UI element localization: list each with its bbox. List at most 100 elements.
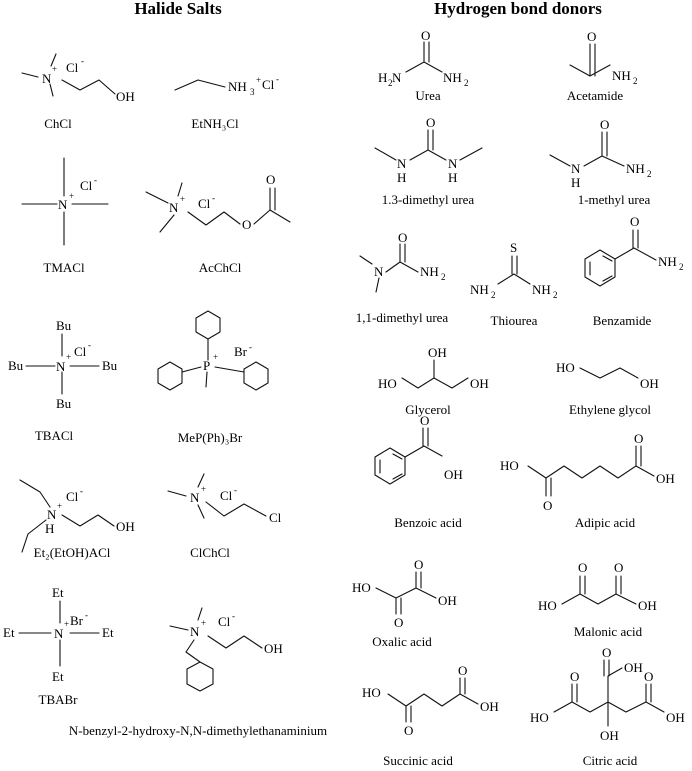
atom-nh2: NH [612,68,631,83]
charge-minus: - [212,193,215,203]
atom-o-right: O [614,560,623,575]
dimethylurea13-structure: O N H N H [374,115,483,185]
et2etohacl-structure: N + H OH Cl - [19,479,135,553]
atom-o-left: O [578,560,587,575]
methylurea-structure: O N H NH 2 [549,117,652,190]
charge-minus: - [85,610,88,620]
charge-minus: - [232,611,235,621]
charge-plus: + [201,618,206,628]
sub-2: 2 [388,78,393,88]
label-dimethylurea11: 1,1-dimethyl urea [356,310,449,325]
charge-minus: - [81,56,84,66]
atom-et-top: Et [52,585,64,600]
label-benzyl-choline: N-benzyl-2-hydroxy-N,N-dimethylethanamin… [69,723,327,738]
atom-oh: OH [116,89,135,104]
label-succinic-acid: Succinic acid [383,753,453,768]
charge-plus: + [66,352,71,362]
atom-oh: OH [656,471,675,486]
benzamide-structure: O NH 2 [584,214,684,287]
atom-ho: HO [538,598,557,613]
atom-o-left: O [570,669,579,684]
ethylene-glycol-structure: HO OH [556,360,659,391]
atom-o: O [398,230,407,245]
charge-plus: + [213,352,218,362]
dimethylurea11-structure: O N NH 2 [359,230,446,293]
label-acchcl: AcChCl [199,260,242,275]
atom-n: N [190,490,200,505]
label-tbacl: TBACl [35,428,74,443]
label-tmacl: TMACl [43,260,85,275]
atom-p: P [203,358,210,373]
charge-minus: - [234,485,237,495]
atom-n: N [571,161,581,176]
tbabr-structure: Et Et Et Et N + Br - [3,585,114,684]
atom-o: O [600,117,609,132]
atom-n-left: N [397,156,407,171]
label-chcl: ChCl [44,116,72,131]
atom-cl: Cl [198,196,211,211]
atom-o-right: O [458,663,467,678]
charge-minus: - [80,486,83,496]
atom-n: N [54,626,64,641]
label-urea: Urea [415,88,440,103]
atom-nh2: NH [626,161,645,176]
charge-minus: - [88,340,91,350]
atom-cl: Cl [269,510,282,525]
label-adipic-acid: Adipic acid [575,515,636,530]
citric-acid-structure: HO O O OH O OH OH [530,645,685,743]
atom-oh: OH [264,641,283,656]
atom-oh-center: OH [600,728,619,743]
atom-n-left: N [392,70,402,85]
sub-2: 2 [553,290,558,300]
benzoic-acid-structure: O OH [374,413,463,485]
hbd-header: Hydrogen bond donors [434,0,602,18]
charge-plus: + [64,619,69,629]
charge-plus: + [52,64,57,74]
label-clchcl: ClChCl [190,545,230,560]
mepph3br-structure: P + Br - [157,310,269,391]
atom-nh: NH [228,79,247,94]
atom-s: S [510,240,517,255]
urea-structure: O H 2 N NH 2 [378,28,469,88]
label-mepph3br: MeP(Ph)₃Br [178,430,243,445]
atom-oh: OH [638,598,657,613]
adipic-acid-structure: HO O O OH [500,431,675,513]
atom-ho-left: HO [530,710,549,725]
charge-minus: - [94,175,97,185]
sub-2: 2 [491,290,496,300]
atom-ho: HO [352,580,371,595]
atom-bu-left: Bu [8,358,24,373]
atom-o: O [426,115,435,130]
atom-bu-right: Bu [102,358,118,373]
acchcl-structure: N + O O Cl - [145,172,291,233]
atom-cl: Cl [218,614,231,629]
atom-oh: OH [640,376,659,391]
atom-o-left: O [543,498,552,513]
atom-o-carbonyl: O [266,172,275,187]
atom-o-right: O [634,431,643,446]
atom-ho: HO [500,458,519,473]
atom-oh: OH [438,593,457,608]
label-benzoic-acid: Benzoic acid [394,515,462,530]
atom-oh-top: OH [428,345,447,360]
atom-o-left: O [404,723,413,738]
atom-n: N [47,507,57,522]
charge-minus: - [276,74,279,84]
atom-cl: Cl [80,178,93,193]
atom-oh: OH [480,699,499,714]
label-tbabr: TBABr [39,692,79,707]
tbacl-structure: Bu Bu Bu Bu N + Cl - [8,318,118,411]
label-malonic-acid: Malonic acid [574,624,643,639]
atom-n: N [42,71,52,86]
charge-plus: + [201,484,206,494]
atom-n: N [190,624,200,639]
atom-o: O [242,217,251,232]
atom-o-bottom: O [394,615,403,630]
glycerol-structure: HO OH OH [378,345,489,391]
atom-et-bottom: Et [52,669,64,684]
atom-h: H [571,175,580,190]
label-dimethylurea13: 1.3-dimethyl urea [382,192,475,207]
atom-o-right: O [644,669,653,684]
label-etnh3cl: EtNH₃Cl [191,116,239,131]
